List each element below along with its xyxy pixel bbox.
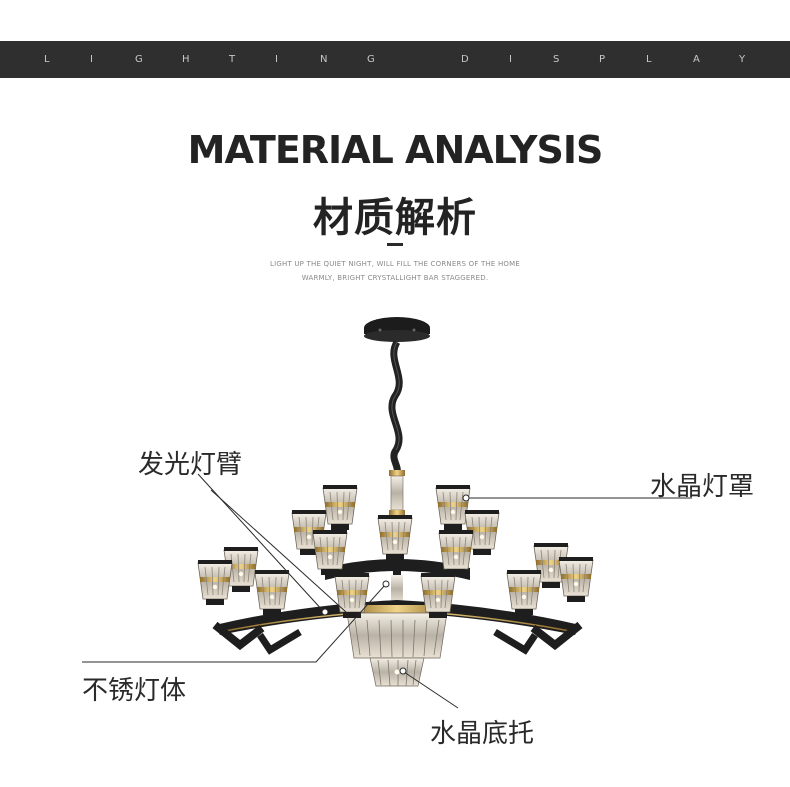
banner-letter: I bbox=[90, 54, 93, 65]
upper-tier bbox=[325, 559, 470, 580]
suspension-chain bbox=[388, 340, 403, 474]
banner-letter: L bbox=[44, 54, 50, 65]
banner-letter: G bbox=[135, 54, 143, 65]
callout-lines bbox=[82, 473, 692, 709]
banner-letter: P bbox=[599, 54, 606, 65]
callout-body-label: 不锈灯体 bbox=[82, 676, 187, 706]
banner-letter: I bbox=[509, 54, 512, 65]
banner-letter: L bbox=[646, 54, 652, 65]
banner-letter: S bbox=[553, 54, 560, 65]
banner-letter: N bbox=[320, 54, 328, 65]
callout-shade-label: 水晶灯罩 bbox=[650, 472, 755, 502]
callout-arm-label: 发光灯臂 bbox=[138, 450, 243, 480]
page-title-english: MATERIAL ANALYSIS bbox=[187, 128, 604, 172]
banner-letter: T bbox=[229, 54, 236, 65]
subtitle-line-1: LIGHT UP THE QUIET NIGHT, WILL FILL THE … bbox=[270, 260, 520, 268]
banner-letter: D bbox=[461, 54, 469, 65]
banner-letter: Y bbox=[739, 54, 746, 65]
banner-letter: I bbox=[275, 54, 278, 65]
top-banner: L I G H T I N G D I S P L A Y bbox=[0, 41, 790, 78]
ceiling-canopy bbox=[364, 317, 430, 342]
callout-base-label: 水晶底托 bbox=[430, 719, 535, 749]
banner-letter: H bbox=[182, 54, 190, 65]
crystal-base bbox=[346, 605, 448, 687]
banner-letters: L I G H T I N G D I S P L A Y bbox=[0, 41, 790, 78]
banner-letter: G bbox=[367, 54, 375, 65]
page-title-chinese: 材质解析 bbox=[313, 195, 477, 241]
banner-letter: A bbox=[693, 54, 700, 65]
title-divider bbox=[387, 243, 403, 246]
subtitle-line-2: WARMLY, BRIGHT CRYSTALLIGHT BAR STAGGERE… bbox=[301, 274, 489, 282]
